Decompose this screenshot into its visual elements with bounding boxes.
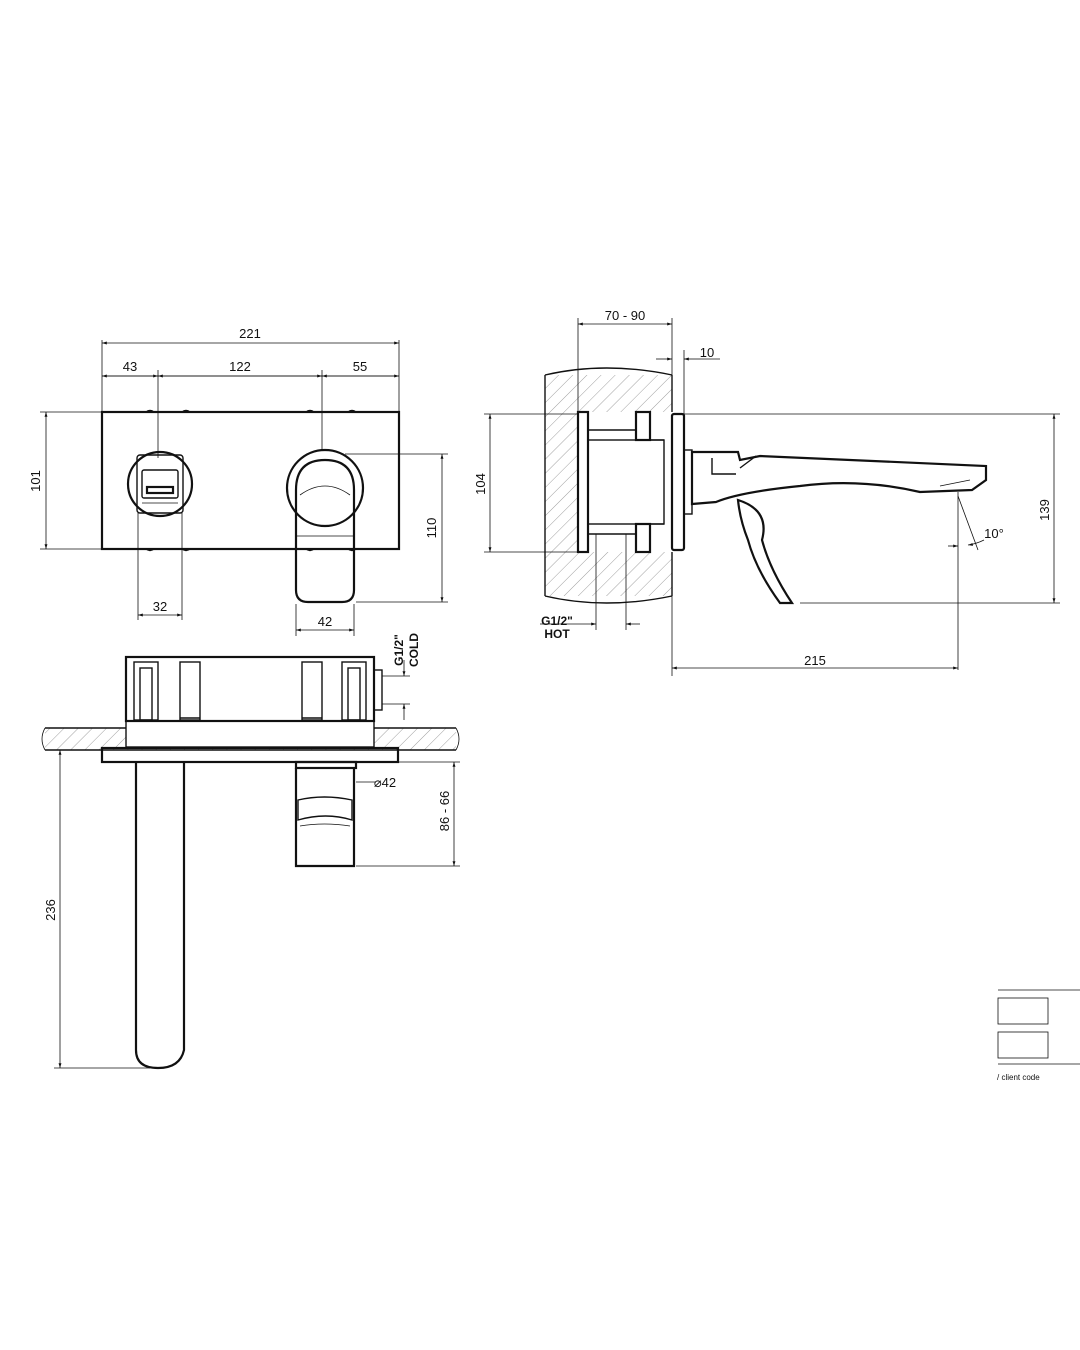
dim-angle: 10° [984,526,1004,541]
dim-spout-length: 236 [43,899,58,921]
cold-inlet-size: G1/2" [392,634,406,666]
dim-overall-width: 221 [239,326,261,341]
hot-inlet-label: HOT [544,627,570,641]
lever-rosette [285,448,365,528]
cold-inlet-label: COLD [407,633,421,667]
dim-left-offset: 43 [123,359,137,374]
spout-top [134,762,186,1070]
cover-plate-section [100,746,400,764]
dim-lever-width: 42 [318,614,332,629]
spout-side [690,450,988,506]
dim-center-spacing: 122 [229,359,251,374]
lever-side [736,498,795,605]
aerator-ring [126,450,194,518]
top-view: G1/2" COLD ⌀42 86 - 66 236 [41,633,460,1070]
lever-handle [294,458,356,604]
dim-lever-range: 86 - 66 [437,791,452,831]
lever-top [294,768,356,868]
dim-plate-height: 101 [28,470,43,492]
dim-aerator-width: 32 [153,599,167,614]
front-view: 221 43 122 55 110 101 [28,326,448,636]
cover-plate [100,410,401,551]
title-block: / client code [997,989,1080,1082]
side-view: 70 - 90 10 104 139 10° 215 G1/2" HOT [473,308,1060,676]
dim-total-height: 139 [1037,499,1052,521]
client-code-label: / client code [997,1073,1040,1082]
dim-lever-drop: 110 [424,518,439,539]
dim-wall-range: 70 - 90 [605,308,645,323]
dim-plate-depth: 10 [700,345,714,360]
dim-body-height: 104 [473,473,488,495]
hot-inlet-size: G1/2" [541,614,573,628]
dim-lever-diameter: ⌀42 [374,775,396,790]
aerator-body [136,454,184,514]
dim-right-offset: 55 [353,359,367,374]
dim-projection: 215 [804,653,826,668]
